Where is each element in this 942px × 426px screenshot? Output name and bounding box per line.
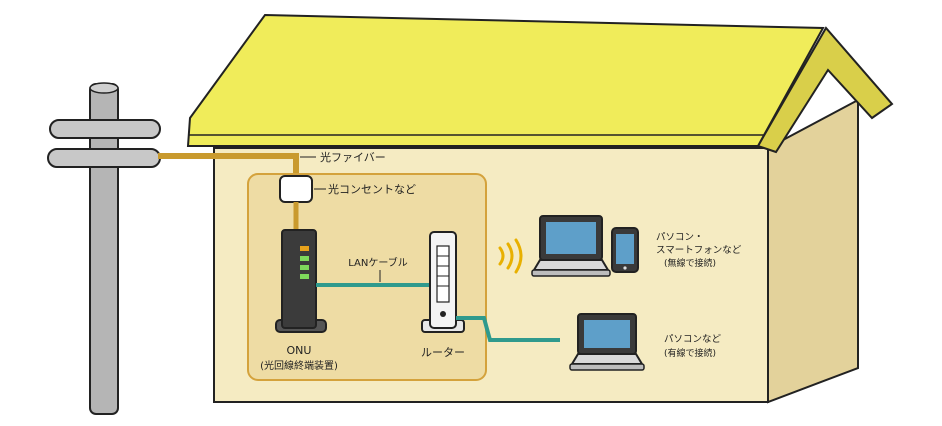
pole-crossarm-bottom xyxy=(47,148,161,168)
roof-side xyxy=(756,26,894,154)
lan-cable-label: LANケーブル xyxy=(348,256,408,269)
wireless-laptop-keyboard xyxy=(532,259,610,271)
router-label: ルーター xyxy=(421,346,465,359)
wired-laptop-keyboard xyxy=(570,353,644,365)
onu-led-3 xyxy=(300,265,309,270)
router-led-strip xyxy=(436,245,450,303)
pole-crossarm-top xyxy=(49,119,161,139)
utility-pole xyxy=(47,82,161,415)
router-power-icon xyxy=(440,311,446,317)
wireless-label-3: (無線で接続) xyxy=(664,257,716,269)
wired-label-1: パソコンなど xyxy=(664,334,722,345)
onu-led-4 xyxy=(300,274,309,279)
wired-laptop xyxy=(569,313,645,371)
pole-top-cap xyxy=(89,82,119,94)
onu-led-1 xyxy=(300,246,309,251)
onu-sublabel: (光回線終端装置) xyxy=(260,359,338,372)
roof xyxy=(186,13,825,147)
wired-label-2: (有線で接続) xyxy=(664,347,716,359)
smartphone xyxy=(611,227,639,273)
wireless-label-2: スマートフォンなど xyxy=(656,245,742,256)
onu-led-2 xyxy=(300,256,309,261)
outlet-label: 光コンセントなど xyxy=(328,182,416,196)
onu-label: ONU xyxy=(287,344,312,357)
wifi-icon xyxy=(498,238,523,274)
wireless-label-1: パソコン・ xyxy=(656,232,704,243)
onu-body xyxy=(281,229,317,329)
lan-cable-router-pc xyxy=(456,316,560,342)
onu-device xyxy=(275,229,327,333)
wireless-laptop xyxy=(531,215,611,277)
fiber-cable xyxy=(158,153,299,176)
router-device xyxy=(421,231,465,333)
optical-outlet xyxy=(279,175,313,203)
fiber-label: 光ファイバー xyxy=(320,150,386,164)
house-side-wall xyxy=(767,98,859,404)
